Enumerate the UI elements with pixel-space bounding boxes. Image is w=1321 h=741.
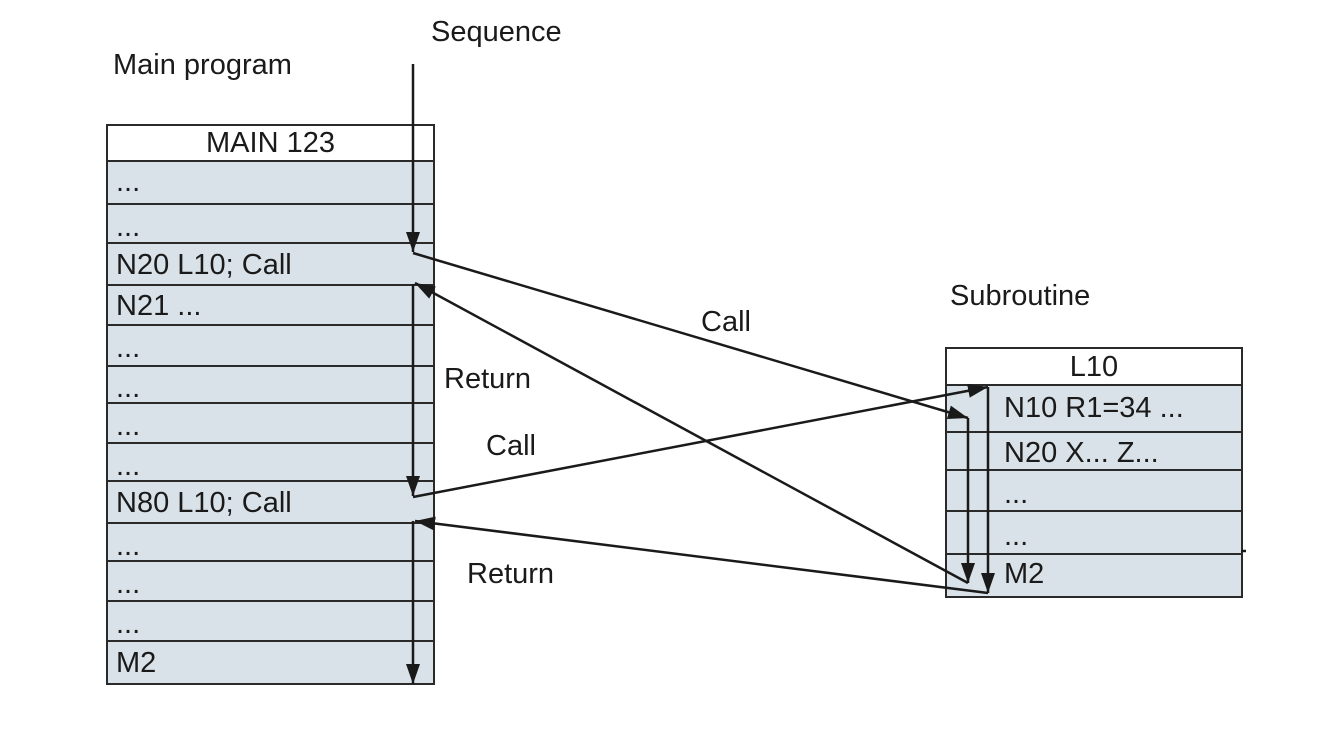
main-row-n21: N21 ... bbox=[108, 284, 433, 324]
main-row-1: ... bbox=[116, 166, 141, 198]
main-program-label: Main program bbox=[113, 49, 292, 81]
main-row-2: ... bbox=[108, 203, 433, 243]
return-arrow-upper bbox=[414, 281, 969, 585]
call-label-upper: Call bbox=[701, 306, 751, 338]
main-program-title: MAIN 123 bbox=[108, 126, 433, 162]
main-row-8: ... bbox=[108, 442, 433, 482]
main-row-5: ... bbox=[108, 324, 433, 365]
main-row-12: ... bbox=[108, 600, 433, 640]
main-row-10: ... bbox=[108, 522, 433, 562]
main-program-table: MAIN 123 ... ... N20 L10; Call N21 ... .… bbox=[106, 124, 435, 685]
subroutine-label: Subroutine bbox=[950, 280, 1091, 312]
sub-row-m2: M2 bbox=[947, 553, 1241, 596]
return-label-lower: Return bbox=[467, 558, 555, 590]
call-arrow-upper bbox=[412, 251, 969, 420]
sub-row-4: ... bbox=[947, 510, 1241, 553]
main-row-6: ... bbox=[108, 365, 433, 404]
sequence-label: Sequence bbox=[431, 16, 562, 48]
subroutine-title: L10 bbox=[947, 349, 1241, 386]
main-row-11: ... bbox=[108, 560, 433, 600]
main-row-7: ... bbox=[108, 402, 433, 442]
call-arrow-lower bbox=[412, 383, 989, 499]
main-row-n20-call: N20 L10; Call bbox=[108, 242, 433, 284]
call-label-lower: Call bbox=[486, 430, 536, 462]
subroutine-table: L10 N10 R1=34 ... N20 X... Z... ... ... … bbox=[945, 347, 1243, 598]
return-arrow-lower bbox=[414, 516, 989, 595]
sub-row-n10: N10 R1=34 ... bbox=[1004, 392, 1184, 424]
main-row-m2: M2 bbox=[108, 640, 433, 683]
sub-row-n20: N20 X... Z... bbox=[947, 431, 1241, 469]
main-row-n80-call: N80 L10; Call bbox=[108, 480, 433, 522]
return-label-upper: Return bbox=[444, 363, 532, 395]
sub-row-3: ... bbox=[947, 469, 1241, 510]
